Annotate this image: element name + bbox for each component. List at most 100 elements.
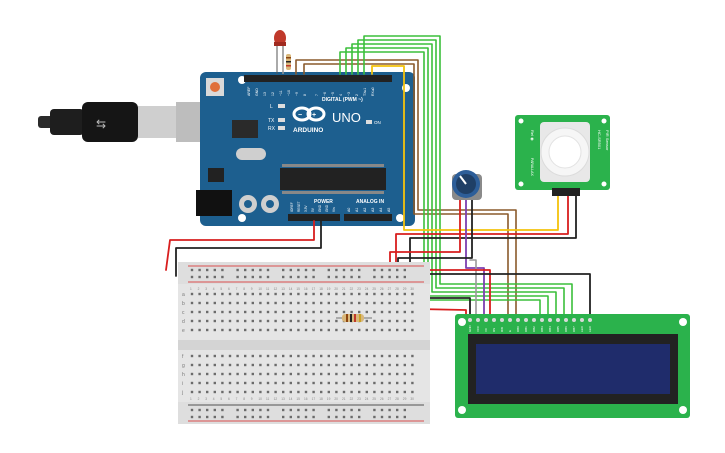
breadboard-hole[interactable] xyxy=(289,390,292,394)
breadboard-hole[interactable] xyxy=(380,328,384,332)
breadboard-hole[interactable] xyxy=(411,354,414,358)
breadboard-hole[interactable] xyxy=(350,363,353,367)
breadboard-hole[interactable] xyxy=(403,328,406,332)
breadboard-hole[interactable] xyxy=(244,363,247,367)
breadboard-hole[interactable] xyxy=(282,363,285,367)
red-led[interactable] xyxy=(274,30,286,74)
rail-hole[interactable] xyxy=(335,268,338,272)
breadboard-hole[interactable] xyxy=(358,363,361,367)
rail-hole[interactable] xyxy=(373,268,376,272)
breadboard-hole[interactable] xyxy=(327,328,330,332)
breadboard-hole[interactable] xyxy=(327,310,330,314)
breadboard-hole[interactable] xyxy=(312,292,315,296)
breadboard-hole[interactable] xyxy=(244,372,247,376)
rail-hole[interactable] xyxy=(388,408,391,412)
rail-hole[interactable] xyxy=(388,268,391,272)
breadboard-hole[interactable] xyxy=(198,390,201,394)
breadboard-hole[interactable] xyxy=(304,363,308,367)
breadboard-hole[interactable] xyxy=(297,354,300,358)
breadboard-hole[interactable] xyxy=(190,292,194,296)
breadboard-hole[interactable] xyxy=(228,328,232,332)
rail-hole[interactable] xyxy=(304,415,308,419)
breadboard-hole[interactable] xyxy=(365,381,368,385)
rail-hole[interactable] xyxy=(358,268,361,272)
rail-hole[interactable] xyxy=(259,408,262,412)
breadboard-hole[interactable] xyxy=(411,310,414,314)
breadboard-hole[interactable] xyxy=(358,310,361,314)
rail-hole[interactable] xyxy=(206,415,209,419)
breadboard-hole[interactable] xyxy=(304,390,308,394)
breadboard-hole[interactable] xyxy=(312,381,315,385)
breadboard-hole[interactable] xyxy=(327,381,330,385)
breadboard-hole[interactable] xyxy=(206,363,209,367)
breadboard-hole[interactable] xyxy=(297,372,300,376)
breadboard-hole[interactable] xyxy=(342,381,346,385)
rail-hole[interactable] xyxy=(373,408,376,412)
breadboard-hole[interactable] xyxy=(259,381,262,385)
breadboard-hole[interactable] xyxy=(320,354,323,358)
breadboard-hole[interactable] xyxy=(251,354,254,358)
breadboard-hole[interactable] xyxy=(282,381,285,385)
breadboard-hole[interactable] xyxy=(358,390,361,394)
rail-hole[interactable] xyxy=(297,415,300,419)
rail-hole[interactable] xyxy=(251,415,254,419)
rail-hole[interactable] xyxy=(289,415,292,419)
rail-hole[interactable] xyxy=(297,408,300,412)
breadboard-hole[interactable] xyxy=(411,328,414,332)
breadboard-hole[interactable] xyxy=(198,319,201,323)
rail-hole[interactable] xyxy=(350,275,353,279)
breadboard-hole[interactable] xyxy=(206,310,209,314)
rail-hole[interactable] xyxy=(373,415,376,419)
rail-hole[interactable] xyxy=(380,408,384,412)
breadboard-hole[interactable] xyxy=(190,354,194,358)
breadboard-hole[interactable] xyxy=(251,292,254,296)
breadboard-hole[interactable] xyxy=(396,381,399,385)
rail-hole[interactable] xyxy=(236,408,239,412)
breadboard-hole[interactable] xyxy=(190,310,194,314)
breadboard-hole[interactable] xyxy=(289,372,292,376)
breadboard-hole[interactable] xyxy=(411,363,414,367)
lcd-pin[interactable] xyxy=(492,318,496,322)
breadboard-hole[interactable] xyxy=(373,354,376,358)
breadboard-hole[interactable] xyxy=(206,372,209,376)
rail-hole[interactable] xyxy=(396,415,399,419)
breadboard-hole[interactable] xyxy=(206,301,209,305)
rail-hole[interactable] xyxy=(403,275,406,279)
breadboard-hole[interactable] xyxy=(320,390,323,394)
rail-hole[interactable] xyxy=(213,275,216,279)
breadboard-hole[interactable] xyxy=(342,363,346,367)
rail-hole[interactable] xyxy=(282,268,285,272)
rail-hole[interactable] xyxy=(266,275,270,279)
breadboard-hole[interactable] xyxy=(228,354,232,358)
breadboard-hole[interactable] xyxy=(320,381,323,385)
breadboard-hole[interactable] xyxy=(403,372,406,376)
breadboard-hole[interactable] xyxy=(221,354,224,358)
breadboard-hole[interactable] xyxy=(228,372,232,376)
breadboard-hole[interactable] xyxy=(403,301,406,305)
breadboard-hole[interactable] xyxy=(320,301,323,305)
breadboard-hole[interactable] xyxy=(251,319,254,323)
breadboard-hole[interactable] xyxy=(358,328,361,332)
breadboard-hole[interactable] xyxy=(358,381,361,385)
breadboard-hole[interactable] xyxy=(380,292,384,296)
rail-hole[interactable] xyxy=(236,275,239,279)
breadboard-hole[interactable] xyxy=(327,390,330,394)
rail-hole[interactable] xyxy=(327,275,330,279)
breadboard-hole[interactable] xyxy=(221,310,224,314)
breadboard-hole[interactable] xyxy=(350,310,353,314)
breadboard-hole[interactable] xyxy=(373,363,376,367)
breadboard-hole[interactable] xyxy=(289,354,292,358)
rail-hole[interactable] xyxy=(190,268,194,272)
breadboard-hole[interactable] xyxy=(373,390,376,394)
lcd-pin[interactable] xyxy=(524,318,528,322)
breadboard-hole[interactable] xyxy=(259,372,262,376)
rail-hole[interactable] xyxy=(198,268,201,272)
breadboard-hole[interactable] xyxy=(312,372,315,376)
breadboard-hole[interactable] xyxy=(190,381,194,385)
rail-hole[interactable] xyxy=(342,408,346,412)
breadboard-hole[interactable] xyxy=(358,354,361,358)
breadboard-hole[interactable] xyxy=(206,390,209,394)
rail-hole[interactable] xyxy=(206,268,209,272)
breadboard-hole[interactable] xyxy=(274,292,277,296)
rail-hole[interactable] xyxy=(335,415,338,419)
